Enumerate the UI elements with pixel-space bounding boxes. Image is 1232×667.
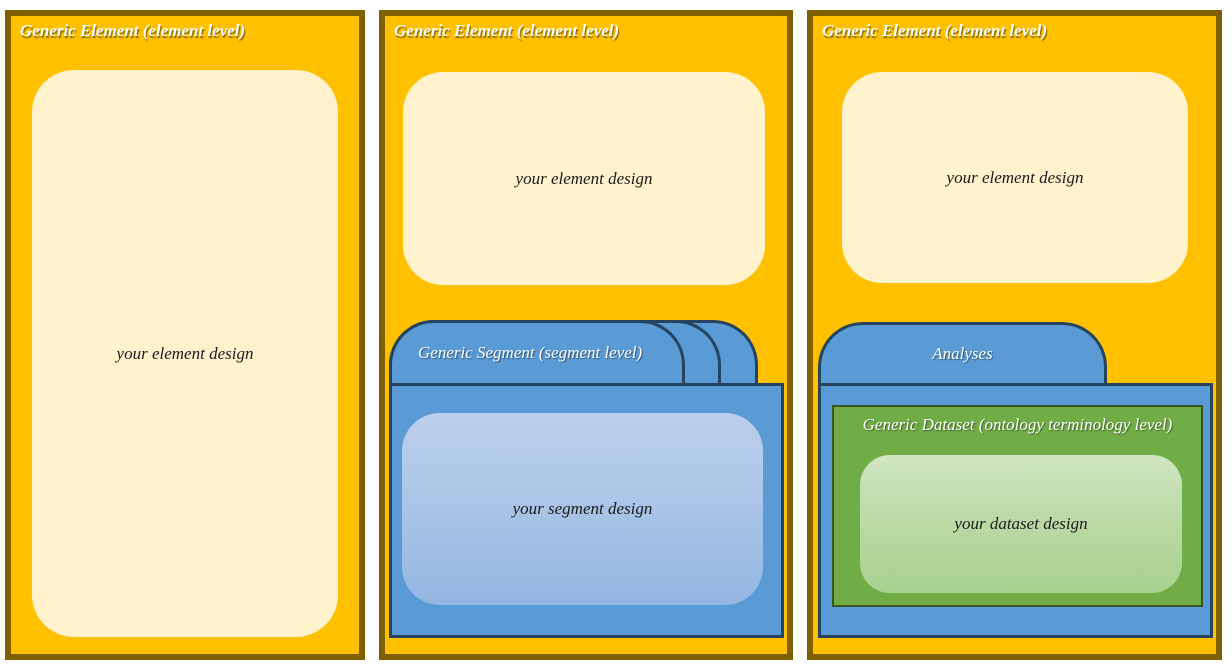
element-design-box: your element design <box>32 70 338 637</box>
segment-body: your segment design <box>389 383 784 638</box>
segment-tab-front: Generic Segment (segment level) <box>389 320 685 383</box>
dataset-design-box: your dataset design <box>860 455 1182 593</box>
element-panel-title: Generic Element (element level) <box>822 21 1048 40</box>
element-design-label: your element design <box>515 168 653 188</box>
element-panel-title: Generic Element (element level) <box>20 21 246 40</box>
segment-design-box: your segment design <box>402 413 763 605</box>
dataset-design-label: your dataset design <box>954 514 1088 533</box>
element-design-label: your element design <box>116 343 254 363</box>
analyses-tab: Analyses <box>818 322 1107 383</box>
element-panel-title: Generic Element (element level) <box>394 21 620 40</box>
segment-tab-label: Generic Segment (segment level) <box>418 343 643 362</box>
dataset-box: Generic Dataset (ontology terminology le… <box>832 405 1203 607</box>
element-design-label: your element design <box>946 167 1084 187</box>
dataset-title: Generic Dataset (ontology terminology le… <box>862 415 1173 434</box>
analyses-body: Generic Dataset (ontology terminology le… <box>818 383 1213 638</box>
segment-design-label: your segment design <box>512 499 653 518</box>
element-panel-3: Generic Element (element level) your ele… <box>807 10 1222 660</box>
element-panel-2: Generic Element (element level) your ele… <box>379 10 793 660</box>
element-panel-1: Generic Element (element level) your ele… <box>5 10 365 660</box>
analyses-tab-label: Analyses <box>932 344 993 363</box>
element-design-box: your element design <box>403 72 765 285</box>
element-design-box: your element design <box>842 72 1188 283</box>
